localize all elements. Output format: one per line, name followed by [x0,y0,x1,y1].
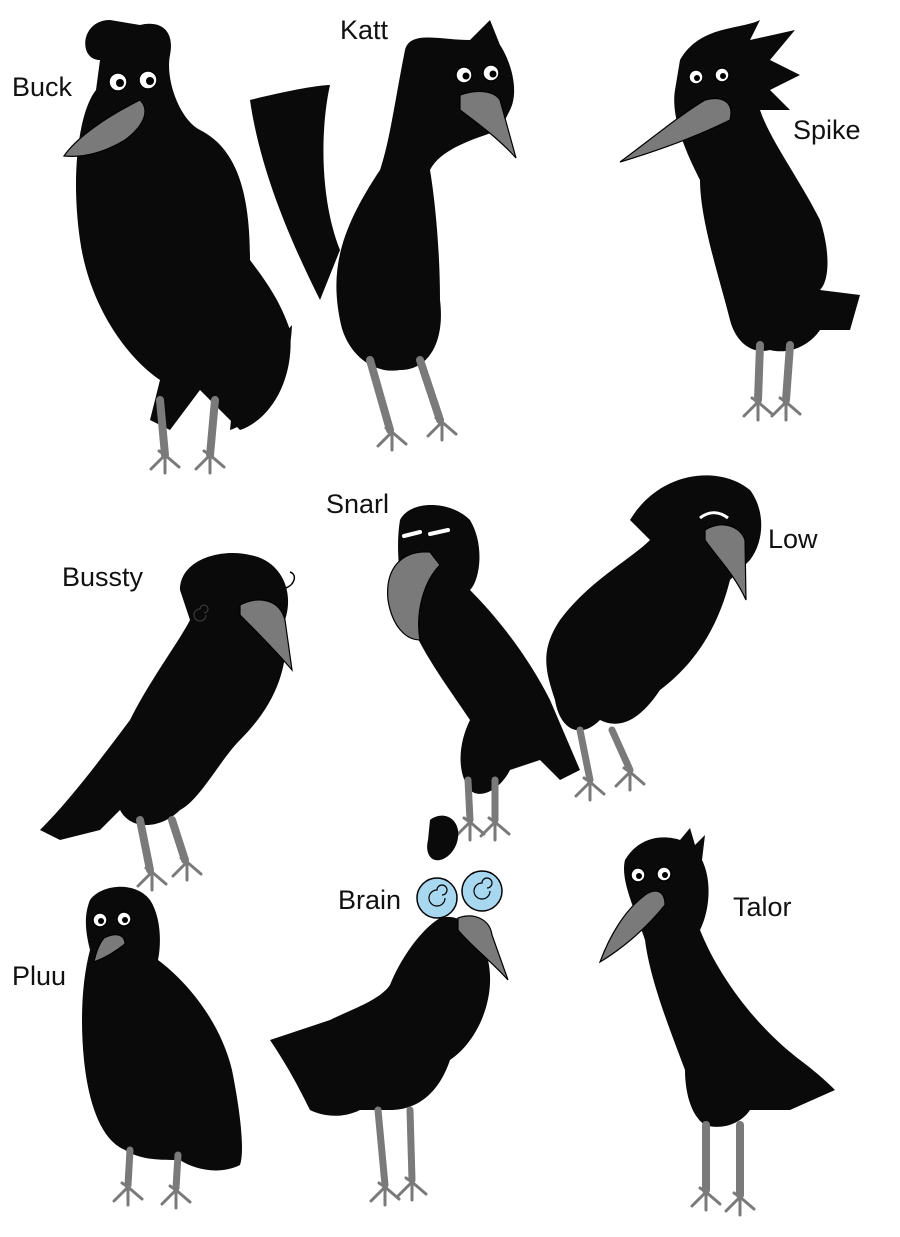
crow-brain [270,815,509,1207]
label-bussty: Bussty [62,562,144,592]
label-brain: Brain [338,885,402,915]
label-pluu: Pluu [12,961,67,991]
crow-spike [619,20,860,422]
label-low: Low [768,524,818,554]
label-buck: Buck [12,72,73,102]
crow-bussty [40,553,296,892]
crow-katt [250,20,517,452]
label-talor: Talor [733,892,792,922]
crow-buck [62,20,292,475]
crow-low [546,475,762,802]
label-katt: Katt [340,15,389,45]
crow-talor [598,828,835,1217]
crow-snarl [387,505,580,842]
crow-pluu [82,886,243,1210]
label-spike: Spike [793,115,861,145]
label-snarl: Snarl [326,489,390,519]
